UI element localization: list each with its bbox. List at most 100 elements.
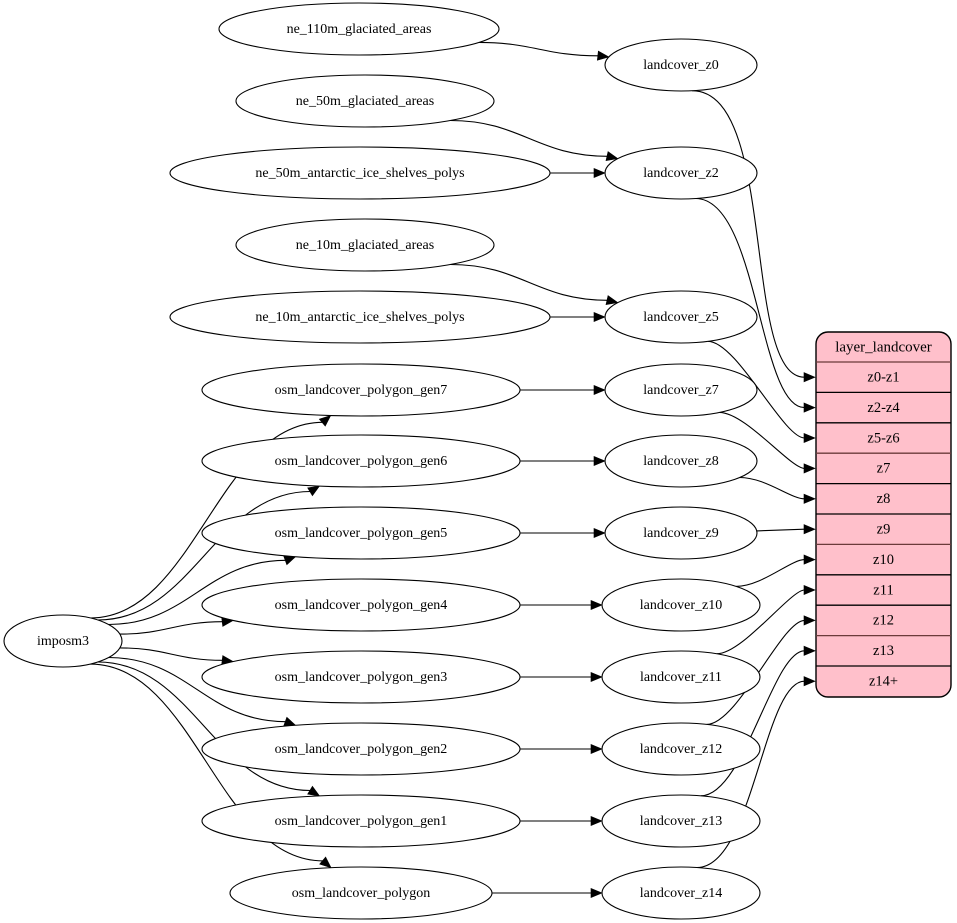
node-shape-ne_10m_antarctic_ice_shelves_polys — [169, 290, 551, 344]
node-landcover_z13[interactable]: landcover_z13 — [601, 794, 761, 848]
edge-imposm3-to-osm_landcover_polygon — [90, 663, 332, 869]
node-shape-landcover_z8 — [604, 434, 758, 488]
node-landcover_z7[interactable]: landcover_z7 — [604, 363, 758, 417]
table-row-z0-z1[interactable]: z0-z1 — [867, 370, 899, 386]
edge-arrowhead — [803, 493, 816, 504]
node-ne_10m_glaciated_areas[interactable]: ne_10m_glaciated_areas — [235, 218, 495, 272]
node-label-landcover_z0: landcover_z0 — [643, 58, 718, 73]
edge-line — [119, 647, 223, 661]
edge-arrowhead — [590, 887, 603, 899]
node-osm_landcover_polygon_gen7[interactable]: osm_landcover_polygon_gen7 — [201, 363, 521, 417]
node-shape-osm_landcover_polygon_gen4 — [201, 578, 521, 632]
node-label-osm_landcover_polygon_gen3: osm_landcover_polygon_gen3 — [275, 670, 448, 685]
node-label-ne_50m_antarctic_ice_shelves_polys: ne_50m_antarctic_ice_shelves_polys — [255, 166, 464, 181]
node-label-osm_landcover_polygon_gen7: osm_landcover_polygon_gen7 — [275, 383, 448, 398]
node-shape-landcover_z9 — [604, 506, 758, 560]
node-label-imposm3: imposm3 — [37, 634, 89, 649]
edge-arrowhead — [803, 372, 816, 383]
edge-arrowhead — [283, 716, 297, 727]
edge-arrowhead — [803, 554, 816, 565]
layer-landcover-table: layer_landcoverz0-z1z2-z4z5-z6z7z8z9z10z… — [815, 331, 952, 698]
node-osm_landcover_polygon_gen3[interactable]: osm_landcover_polygon_gen3 — [201, 650, 521, 704]
node-landcover_z2[interactable]: landcover_z2 — [604, 146, 758, 200]
node-ne_110m_glaciated_areas[interactable]: ne_110m_glaciated_areas — [218, 2, 500, 56]
node-landcover_z9[interactable]: landcover_z9 — [604, 506, 758, 560]
node-landcover_z0[interactable]: landcover_z0 — [604, 38, 758, 92]
table-row-z10[interactable]: z10 — [873, 552, 894, 568]
node-landcover_z14[interactable]: landcover_z14 — [601, 866, 761, 920]
edge-osm_landcover_polygon_gen5-to-landcover_z9 — [520, 527, 606, 539]
node-shape-landcover_z12 — [601, 722, 761, 776]
node-label-osm_landcover_polygon_gen2: osm_landcover_polygon_gen2 — [275, 742, 448, 757]
node-label-landcover_z12: landcover_z12 — [640, 742, 722, 757]
table-row-z9[interactable]: z9 — [877, 522, 891, 538]
edge-arrowhead — [803, 645, 816, 656]
edge-line — [108, 559, 286, 626]
table-row-z8[interactable]: z8 — [877, 491, 891, 507]
node-landcover_z8[interactable]: landcover_z8 — [604, 434, 758, 488]
node-shape-osm_landcover_polygon_gen2 — [201, 722, 521, 776]
node-shape-landcover_z10 — [601, 578, 761, 632]
node-imposm3[interactable]: imposm3 — [3, 614, 123, 668]
edge-line — [450, 119, 608, 157]
node-shape-ne_50m_glaciated_areas — [235, 74, 495, 128]
node-ne_50m_glaciated_areas[interactable]: ne_50m_glaciated_areas — [235, 74, 495, 128]
edge-arrowhead — [593, 527, 606, 539]
edge-line — [90, 663, 324, 862]
node-landcover_z11[interactable]: landcover_z11 — [601, 650, 761, 704]
node-label-landcover_z14: landcover_z14 — [640, 886, 722, 901]
node-shape-osm_landcover_polygon_gen5 — [201, 506, 521, 560]
node-landcover_z5[interactable]: landcover_z5 — [604, 290, 758, 344]
edge-osm_landcover_polygon_gen1-to-landcover_z13 — [520, 815, 603, 827]
table-row-z12[interactable]: z12 — [873, 613, 894, 629]
edge-arrowhead — [307, 785, 321, 797]
edge-arrowhead — [596, 50, 610, 61]
node-label-ne_10m_glaciated_areas: ne_10m_glaciated_areas — [296, 238, 434, 253]
node-shape-ne_110m_glaciated_areas — [218, 2, 500, 56]
table-row-z11[interactable]: z11 — [873, 582, 893, 598]
node-label-osm_landcover_polygon_gen1: osm_landcover_polygon_gen1 — [275, 814, 448, 829]
edge-landcover_z0-to-z0-z1 — [691, 90, 816, 383]
edge-arrowhead — [283, 555, 297, 566]
edge-ne_10m_antarctic_ice_shelves_polys-to-landcover_z5 — [550, 311, 606, 323]
node-landcover_z12[interactable]: landcover_z12 — [601, 722, 761, 776]
edge-line — [695, 197, 805, 409]
node-shape-ne_10m_glaciated_areas — [235, 218, 495, 272]
edge-arrowhead — [803, 402, 816, 413]
table-row-z5-z6[interactable]: z5-z6 — [867, 430, 899, 446]
node-ne_50m_antarctic_ice_shelves_polys[interactable]: ne_50m_antarctic_ice_shelves_polys — [169, 146, 551, 200]
table-row-z2-z4[interactable]: z2-z4 — [867, 400, 900, 416]
node-ne_10m_antarctic_ice_shelves_polys[interactable]: ne_10m_antarctic_ice_shelves_polys — [169, 290, 551, 344]
node-shape-ne_50m_antarctic_ice_shelves_polys — [169, 146, 551, 200]
edge-line — [719, 411, 805, 469]
node-shape-landcover_z11 — [601, 650, 761, 704]
node-osm_landcover_polygon_gen2[interactable]: osm_landcover_polygon_gen2 — [201, 722, 521, 776]
edge-line — [716, 589, 805, 655]
node-osm_landcover_polygon_gen1[interactable]: osm_landcover_polygon_gen1 — [201, 794, 521, 848]
table-row-z7[interactable]: z7 — [877, 461, 891, 477]
node-shape-osm_landcover_polygon_gen3 — [201, 650, 521, 704]
edge-arrowhead — [803, 524, 816, 535]
node-osm_landcover_polygon_gen5[interactable]: osm_landcover_polygon_gen5 — [201, 506, 521, 560]
edge-line — [97, 661, 311, 792]
node-osm_landcover_polygon_gen4[interactable]: osm_landcover_polygon_gen4 — [201, 578, 521, 632]
node-label-osm_landcover_polygon: osm_landcover_polygon — [292, 886, 430, 901]
edge-line — [450, 263, 608, 301]
edge-line — [90, 421, 323, 619]
node-label-landcover_z8: landcover_z8 — [643, 454, 718, 469]
edge-arrowhead — [605, 151, 619, 162]
edge-imposm3-to-osm_landcover_polygon_gen6 — [97, 485, 321, 621]
edge-arrowhead — [318, 415, 332, 427]
node-label-landcover_z9: landcover_z9 — [643, 526, 718, 541]
edge-arrowhead — [803, 584, 816, 596]
node-osm_landcover_polygon_gen6[interactable]: osm_landcover_polygon_gen6 — [201, 434, 521, 488]
node-label-osm_landcover_polygon_gen6: osm_landcover_polygon_gen6 — [275, 454, 448, 469]
edge-landcover_z2-to-z2-z4 — [695, 197, 816, 413]
edge-line — [756, 528, 805, 532]
edge-line — [691, 90, 805, 378]
table-row-z13[interactable]: z13 — [873, 643, 894, 659]
node-osm_landcover_polygon[interactable]: osm_landcover_polygon — [229, 866, 493, 920]
table-row-z14+[interactable]: z14+ — [869, 674, 898, 690]
node-landcover_z10[interactable]: landcover_z10 — [601, 578, 761, 632]
